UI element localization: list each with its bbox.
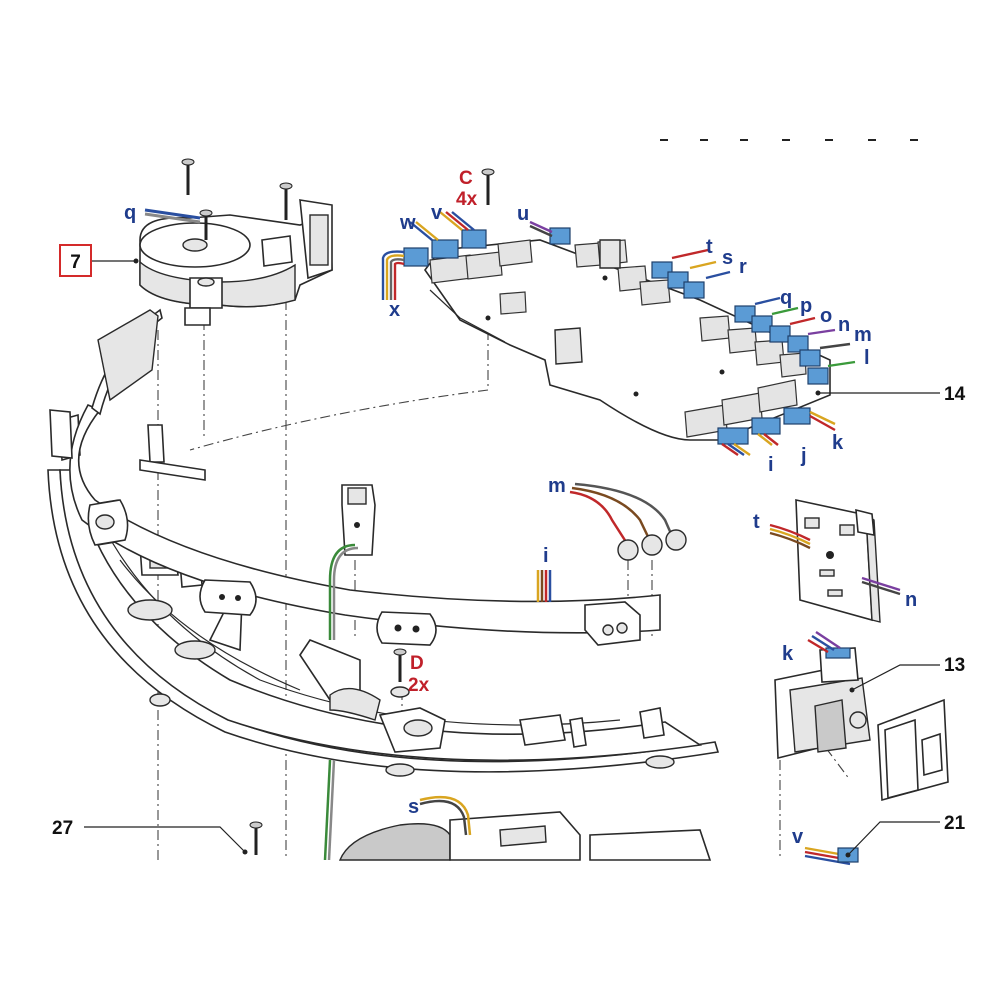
pcb-board-14 (403, 227, 831, 445)
wire-label-x: x (389, 299, 400, 321)
wire-label-s-bottom: s (408, 796, 419, 818)
wire-label-v-top: v (431, 202, 443, 224)
qty-count-c: 4x (456, 189, 478, 210)
wire-label-m-mid: m (548, 475, 566, 497)
pcb-wires (381, 211, 856, 456)
qty-letter-c: C (459, 168, 473, 189)
part-number-13: 13 (944, 655, 965, 676)
rocker-switch-13 (774, 631, 949, 802)
wire-label-q-motor: q (124, 202, 136, 224)
motor-wire-q (144, 208, 201, 224)
wire-label-v-bottom: v (792, 826, 804, 848)
part-number-27: 27 (52, 818, 73, 839)
wire-label-u: u (517, 203, 529, 225)
wire-harness-m (569, 482, 687, 561)
part-number-21: 21 (944, 813, 966, 834)
wire-label-r: r (739, 256, 747, 278)
wire-label-k-mid: k (782, 643, 794, 665)
drive-motor-s (249, 795, 712, 861)
wire-label-t-top: t (706, 236, 713, 258)
wire-label-s-top: s (722, 247, 733, 269)
connector-21 (804, 846, 859, 866)
wire-label-i-mid: i (543, 545, 549, 567)
qty-count-d: 2x (408, 675, 430, 696)
bumper-band (49, 308, 661, 646)
wire-label-q-right: q (780, 287, 792, 309)
motor-screws (181, 158, 293, 240)
wire-label-n-top: n (838, 314, 850, 336)
wire-label-p: p (800, 295, 812, 317)
motor-assembly-7 (139, 199, 333, 326)
wire-label-w: w (399, 212, 416, 234)
wire-label-k-top: k (832, 432, 844, 454)
screw-d (390, 648, 410, 698)
wire-label-i-top: i (768, 454, 774, 476)
wire-bundle-i (536, 570, 552, 602)
leader-lines (84, 258, 940, 858)
wire-label-o: o (820, 305, 832, 327)
wire-label-n-mid: n (905, 589, 917, 611)
callout-box-7 (59, 244, 92, 277)
wire-label-l: l (864, 347, 870, 369)
screw-c (481, 168, 495, 205)
switch-board (769, 499, 901, 623)
sensor-bracket (323, 484, 376, 861)
qty-letter-d: D (410, 653, 424, 674)
wire-label-j: j (800, 445, 807, 467)
wire-labels: q w v u t s r x q p o n m l k j i m i t … (124, 202, 917, 848)
part-number-7: 7 (70, 252, 81, 273)
wire-label-m-top: m (854, 324, 872, 346)
wire-label-t-mid: t (753, 511, 760, 533)
part-number-14: 14 (944, 384, 966, 405)
